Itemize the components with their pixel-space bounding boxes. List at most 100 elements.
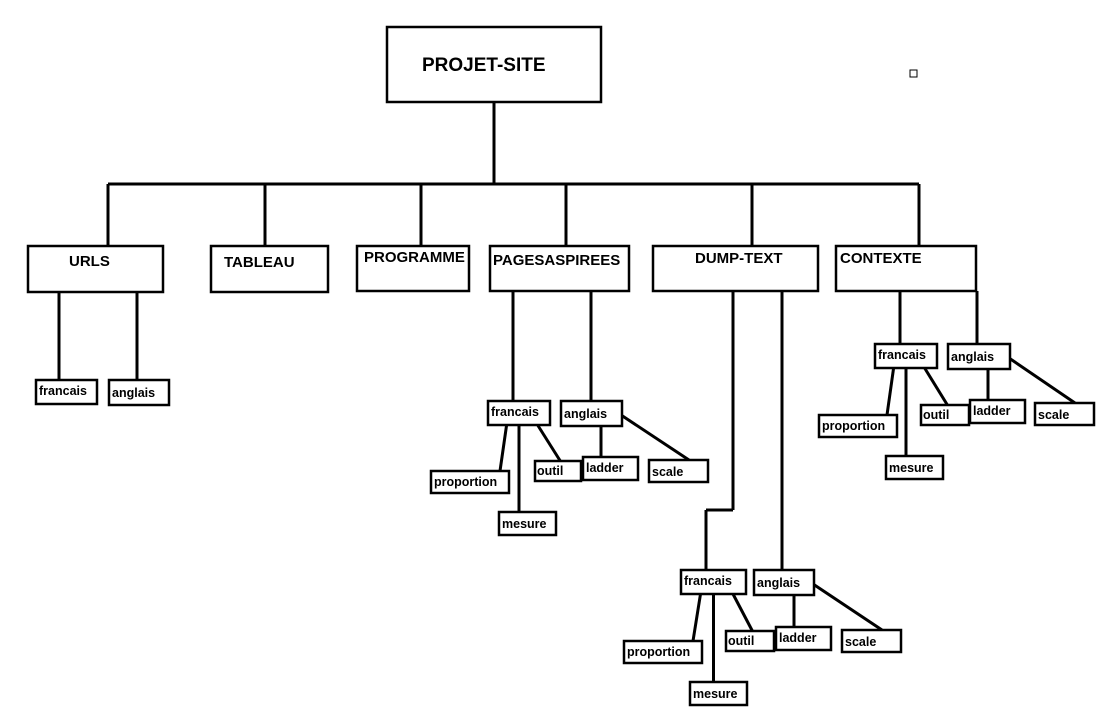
dump-mesure: mesure (688, 680, 749, 707)
category-dump-label: DUMP-TEXT (695, 250, 783, 267)
category-tableau-frame (209, 244, 330, 294)
contexte-francais: francais (873, 342, 939, 370)
pages-outil-connector (536, 424, 562, 462)
contexte-anglais-frame (946, 342, 1012, 371)
dump-scale-label: scale (845, 635, 876, 649)
contexte-francais-frame (873, 342, 939, 370)
dump-ladder-frame (774, 625, 833, 652)
dump-proportion-connector (691, 593, 702, 642)
pages-ladder-frame (581, 455, 640, 482)
category-contexte-frame (834, 244, 978, 293)
pages-anglais-label: anglais (564, 407, 607, 421)
dump-outil-label: outil (728, 634, 754, 648)
contexte-scale-frame (1033, 401, 1096, 427)
urls-anglais-label: anglais (112, 386, 155, 400)
urls-anglais: anglais (107, 378, 171, 407)
contexte-proportion: proportion (817, 413, 899, 439)
category-programme-label: PROGRAMME (364, 249, 465, 266)
category-pages: PAGESASPIREES (488, 244, 631, 293)
pages-proportion-frame (429, 469, 511, 495)
dump-anglais: anglais (752, 568, 816, 597)
pages-francais-label: francais (491, 405, 539, 419)
category-dump: DUMP-TEXT (651, 244, 820, 293)
root-node-label: PROJET-SITE (422, 55, 546, 76)
dump-ladder-label: ladder (779, 631, 817, 645)
dump-outil: outil (724, 629, 776, 653)
category-tableau: TABLEAU (209, 244, 330, 294)
dump-francais-label: francais (684, 574, 732, 588)
category-contexte: CONTEXTE (834, 244, 978, 293)
category-urls-frame (26, 244, 165, 294)
urls-francais-label: francais (39, 384, 87, 398)
category-programme-frame (355, 244, 471, 293)
pages-ladder-label: ladder (586, 461, 624, 475)
root-node-frame (385, 25, 603, 104)
pages-outil-frame (533, 459, 583, 483)
contexte-mesure-label: mesure (889, 461, 934, 475)
dump-proportion-frame (622, 639, 704, 665)
pages-anglais: anglais (559, 399, 624, 428)
category-pages-frame (488, 244, 631, 293)
category-pages-label: PAGESASPIREES (493, 252, 620, 269)
contexte-anglais: anglais (946, 342, 1012, 371)
contexte-outil: outil (919, 403, 971, 427)
contexte-scale-connector (1005, 354, 1076, 405)
category-dump-frame (651, 244, 820, 293)
contexte-outil-connector (923, 367, 949, 406)
contexte-ladder-label: ladder (973, 404, 1011, 418)
dump-mesure-label: mesure (693, 687, 738, 701)
urls-anglais-frame (107, 378, 171, 407)
contexte-francais-label: francais (878, 348, 926, 362)
pages-outil: outil (533, 459, 583, 483)
dump-proportion-label: proportion (627, 645, 690, 659)
pages-scale-label: scale (652, 465, 683, 479)
pages-mesure-label: mesure (502, 517, 547, 531)
dump-anglais-frame (752, 568, 816, 597)
urls-francais: francais (34, 378, 99, 406)
category-programme: PROGRAMME (355, 244, 471, 293)
contexte-ladder: ladder (968, 398, 1027, 425)
contexte-outil-label: outil (923, 408, 949, 422)
pages-ladder: ladder (581, 455, 640, 482)
root-node: PROJET-SITE (385, 25, 603, 104)
contexte-ladder-frame (968, 398, 1027, 425)
pages-outil-label: outil (537, 464, 563, 478)
dump-francais-frame (679, 568, 748, 596)
category-tableau-label: TABLEAU (224, 254, 295, 271)
contexte-proportion-label: proportion (822, 419, 885, 433)
pages-proportion-label: proportion (434, 475, 497, 489)
small-square-marker (909, 69, 918, 78)
contexte-scale-label: scale (1038, 408, 1069, 422)
urls-francais-frame (34, 378, 99, 406)
pages-anglais-frame (559, 399, 624, 428)
contexte-mesure-frame (884, 454, 945, 481)
pages-scale: scale (647, 458, 710, 484)
dump-outil-frame (724, 629, 776, 653)
contexte-proportion-frame (817, 413, 899, 439)
pages-francais-frame (486, 399, 552, 427)
contexte-scale: scale (1033, 401, 1096, 427)
category-contexte-label: CONTEXTE (840, 250, 922, 267)
diagram-nodes: PROJET-SITE URLS TABLEAU PROGRAMME PAGESASPI… (26, 25, 1096, 707)
contexte-mesure: mesure (884, 454, 945, 481)
dump-outil-connector (731, 593, 754, 632)
category-urls-label: URLS (69, 253, 110, 270)
pages-scale-connector (617, 411, 690, 462)
dump-scale: scale (840, 628, 903, 654)
contexte-anglais-label: anglais (951, 350, 994, 364)
pages-scale-frame (647, 458, 710, 484)
dump-proportion: proportion (622, 639, 704, 665)
dump-scale-connector (809, 580, 883, 632)
category-urls: URLS (26, 244, 165, 294)
dump-mesure-frame (688, 680, 749, 707)
dump-scale-frame (840, 628, 903, 654)
pages-mesure: mesure (497, 510, 558, 537)
connector-lines (57, 102, 1076, 682)
pages-proportion-connector (498, 424, 509, 472)
contexte-proportion-connector (885, 367, 896, 416)
pages-francais: francais (486, 399, 552, 427)
dump-anglais-label: anglais (757, 576, 800, 590)
dump-ladder: ladder (774, 625, 833, 652)
pages-proportion: proportion (429, 469, 511, 495)
